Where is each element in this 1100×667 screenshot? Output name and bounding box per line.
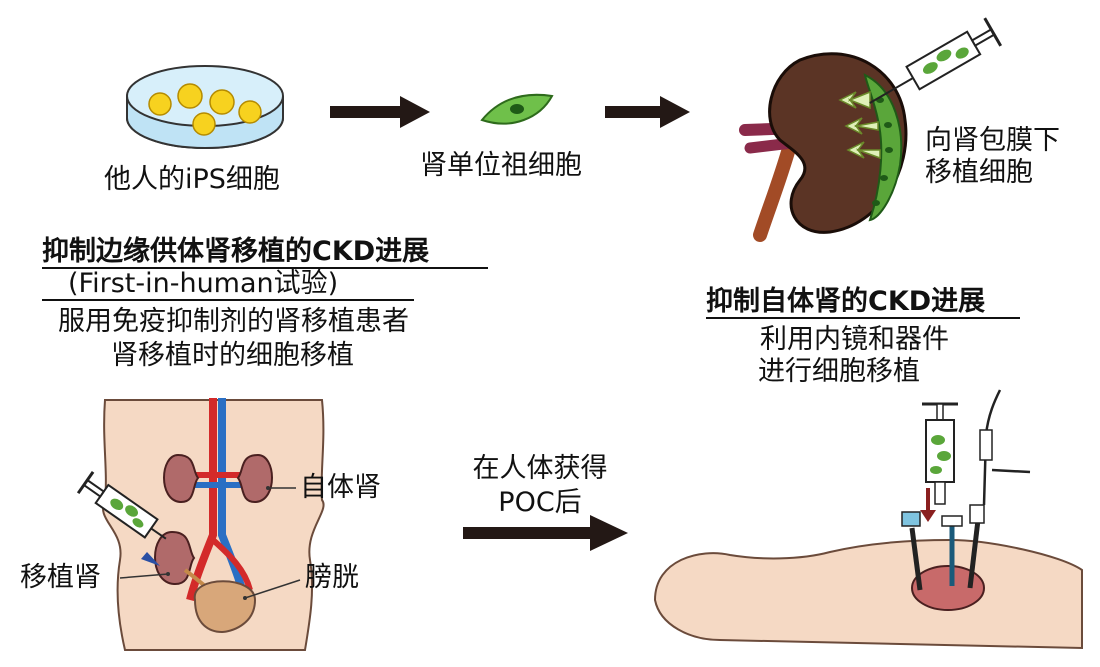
progenitor-cell-label: 肾单位祖细胞 bbox=[420, 150, 582, 181]
syringe-icon bbox=[922, 402, 958, 505]
bladder bbox=[193, 580, 257, 634]
graft-kidney-label: 移植肾 bbox=[20, 562, 101, 593]
process-arrow-2 bbox=[605, 96, 690, 128]
ips-colony-icon bbox=[148, 83, 262, 136]
left-desc-line2: 肾移植时的细胞移植 bbox=[111, 340, 354, 371]
syringe-icon bbox=[869, 17, 1003, 104]
graft-kidney bbox=[154, 530, 196, 586]
left-title-line2: (First-in-human试验) bbox=[68, 268, 339, 299]
native-kidney-left bbox=[163, 453, 200, 504]
native-kidney bbox=[911, 565, 985, 611]
poc-label-line2: POC后 bbox=[498, 487, 582, 518]
torso-illustration bbox=[76, 398, 325, 651]
right-title: 抑制自体肾的CKD进展 bbox=[706, 286, 986, 317]
ips-cell-label: 他人的iPS细胞 bbox=[104, 164, 280, 195]
right-desc-line2: 进行细胞移植 bbox=[758, 356, 920, 387]
progenitor-cell-icon bbox=[480, 93, 554, 125]
kidney-transplant-illustration bbox=[739, 17, 1003, 242]
native-kidney-label: 自体肾 bbox=[300, 472, 381, 503]
subcapsular-label-2: 移植细胞 bbox=[925, 157, 1033, 188]
syringe-icon bbox=[76, 471, 167, 540]
process-arrow-1 bbox=[330, 96, 430, 128]
poc-arrow bbox=[463, 515, 628, 551]
poc-label-line1: 在人体获得 bbox=[472, 453, 608, 484]
petri-dish-icon bbox=[126, 65, 284, 149]
right-desc-line1: 利用内镜和器件 bbox=[760, 324, 949, 355]
native-kidney-right bbox=[236, 453, 273, 504]
left-title-line1: 抑制边缘供体肾移植的CKD进展 bbox=[42, 236, 430, 267]
left-desc-line1: 服用免疫抑制剂的肾移植患者 bbox=[58, 306, 409, 337]
subcapsular-label-1: 向肾包膜下 bbox=[925, 125, 1060, 156]
bladder-label: 膀胱 bbox=[305, 562, 359, 593]
endoscope-illustration bbox=[653, 389, 1083, 650]
